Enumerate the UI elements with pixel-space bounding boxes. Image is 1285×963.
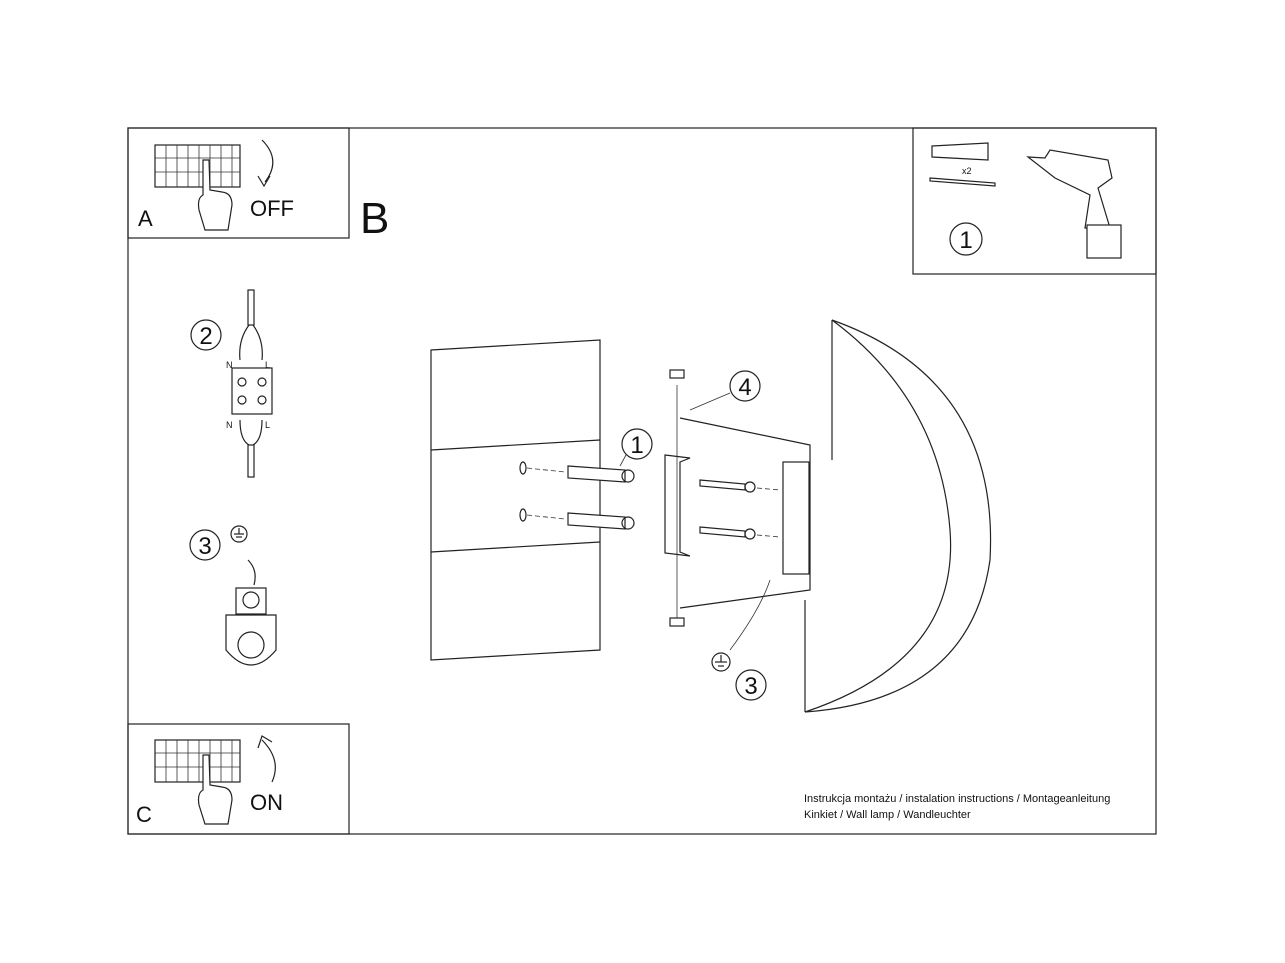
ground-step-number: 3 xyxy=(198,533,211,560)
ground-step: 3 xyxy=(189,525,277,666)
arrow-down-icon xyxy=(257,139,274,188)
breaker-panel-icon xyxy=(154,144,241,188)
wall xyxy=(430,339,601,661)
wire-label-n-top: N xyxy=(226,360,233,370)
panel-c: C ON xyxy=(127,723,350,835)
ground-symbol-icon xyxy=(711,652,731,672)
panel-c-letter: C xyxy=(136,802,152,827)
footer-subtitle: Kinkiet / Wall lamp / Wandleuchter xyxy=(804,809,971,821)
assembly-drawing: 1 4 3 xyxy=(430,319,992,713)
mounting-bracket xyxy=(664,454,691,557)
lamp-back-plate xyxy=(679,417,811,609)
footer-title: Instrukcja montażu / instalation instruc… xyxy=(804,793,1110,805)
bracket-screw-top xyxy=(669,369,685,379)
wall-plug-bottom xyxy=(567,512,626,530)
panel-b-letter: B xyxy=(360,194,389,243)
breaker-panel-icon xyxy=(154,739,241,783)
screw-top xyxy=(699,479,746,491)
wall-plug-top xyxy=(567,465,626,483)
wiring-step-number: 2 xyxy=(199,323,212,350)
terminal-block xyxy=(231,367,273,415)
lamp-shade xyxy=(804,319,992,713)
wire-label-l-bottom: L xyxy=(265,420,270,430)
panel-a-letter: A xyxy=(138,206,153,231)
wall-plug-icon xyxy=(931,142,989,161)
tools-step-number: 1 xyxy=(959,227,972,254)
bracket-screw-bottom xyxy=(669,617,685,627)
quantity-label: x2 xyxy=(962,166,972,176)
callout-ground: 3 xyxy=(744,673,757,700)
screw-bottom xyxy=(699,526,746,538)
hand-icon xyxy=(197,159,233,231)
arrow-up-icon xyxy=(257,735,276,783)
drill-icon xyxy=(1026,149,1122,259)
hand-icon xyxy=(197,754,233,825)
panel-c-action: ON xyxy=(250,790,283,815)
lamp-mount-block xyxy=(782,461,810,575)
wire-label-l-top: L xyxy=(265,360,270,370)
panel-a: A OFF xyxy=(127,127,350,239)
callout-mount: 4 xyxy=(738,374,751,401)
outer-frame xyxy=(127,127,1157,835)
wiring-step: 2 N L N L xyxy=(190,289,273,478)
screw-icon xyxy=(929,177,996,187)
wire-label-n-bottom: N xyxy=(226,420,233,430)
tools-panel: x2 1 xyxy=(912,127,1157,275)
panel-a-action: OFF xyxy=(250,196,294,221)
callout-anchor: 1 xyxy=(630,432,643,459)
ground-symbol-icon xyxy=(230,525,248,543)
